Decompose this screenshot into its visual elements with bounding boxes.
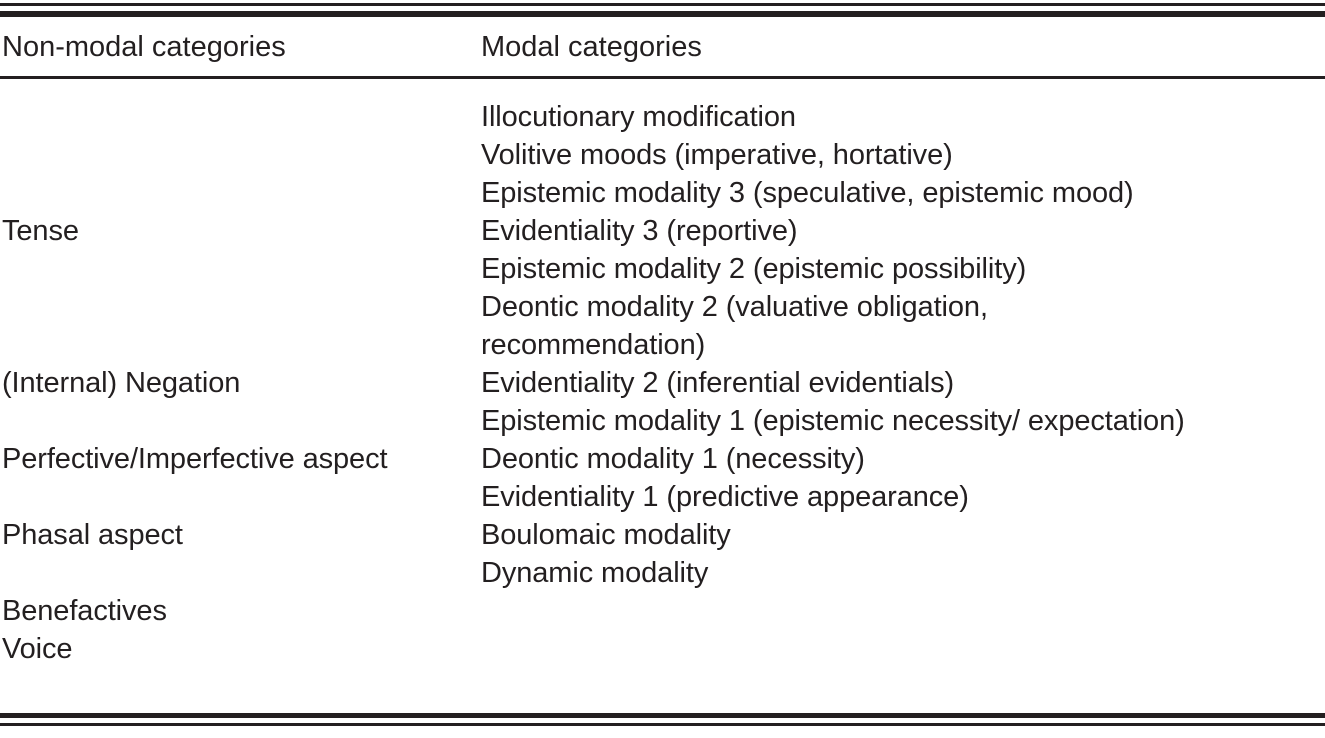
table-top-rule-thin (0, 3, 1325, 6)
column-header-modal: Modal categories (481, 31, 702, 63)
table-cell-modal-deontic-modality-1: Deontic modality 1 (necessity) (481, 443, 865, 475)
table-cell-non-modal-benefactives: Benefactives (2, 595, 167, 627)
table-top-rule-thick (0, 11, 1325, 17)
table-header-row: Non-modal categories Modal categories (0, 28, 1325, 72)
column-header-non-modal: Non-modal categories (2, 31, 286, 63)
table-bottom-rule-thick (0, 713, 1325, 718)
table-cell-modal-evidentiality-2: Evidentiality 2 (inferential evidentials… (481, 367, 955, 399)
table-bottom-rule-thin (0, 723, 1325, 726)
table-body: Tense (Internal) Negation Perfective/Imp… (0, 98, 1325, 703)
table-cell-modal-evidentiality-1: Evidentiality 1 (predictive appearance) (481, 481, 969, 513)
table-cell-modal-epistemic-modality-3: Epistemic modality 3 (speculative, epist… (481, 177, 1134, 209)
table-cell-modal-deontic-modality-2: Deontic modality 2 (valuative obligation… (481, 291, 988, 323)
table-cell-modal-epistemic-modality-1: Epistemic modality 1 (epistemic necessit… (481, 405, 1185, 437)
table-cell-non-modal-internal-negation: (Internal) Negation (2, 367, 241, 399)
table-cell-modal-volitive-moods: Volitive moods (imperative, hortative) (481, 139, 953, 171)
table-cell-non-modal-tense: Tense (2, 215, 79, 247)
table-cell-modal-dynamic-modality: Dynamic modality (481, 557, 709, 589)
table-header-rule (0, 76, 1325, 79)
table-cell-modal-illocutionary-modification: Illocutionary modification (481, 101, 796, 133)
table-cell-modal-evidentiality-3: Evidentiality 3 (reportive) (481, 215, 798, 247)
table-cell-modal-epistemic-modality-2: Epistemic modality 2 (epistemic possibil… (481, 253, 1027, 285)
table-cell-non-modal-phasal-aspect: Phasal aspect (2, 519, 183, 551)
table-cell-modal-boulomaic-modality: Boulomaic modality (481, 519, 731, 551)
table-cell-modal-deontic-modality-2-continuation: recommendation) (481, 329, 706, 361)
table-cell-non-modal-voice: Voice (2, 633, 73, 665)
table-cell-non-modal-perfective-imperfective-aspect: Perfective/Imperfective aspect (2, 443, 388, 475)
